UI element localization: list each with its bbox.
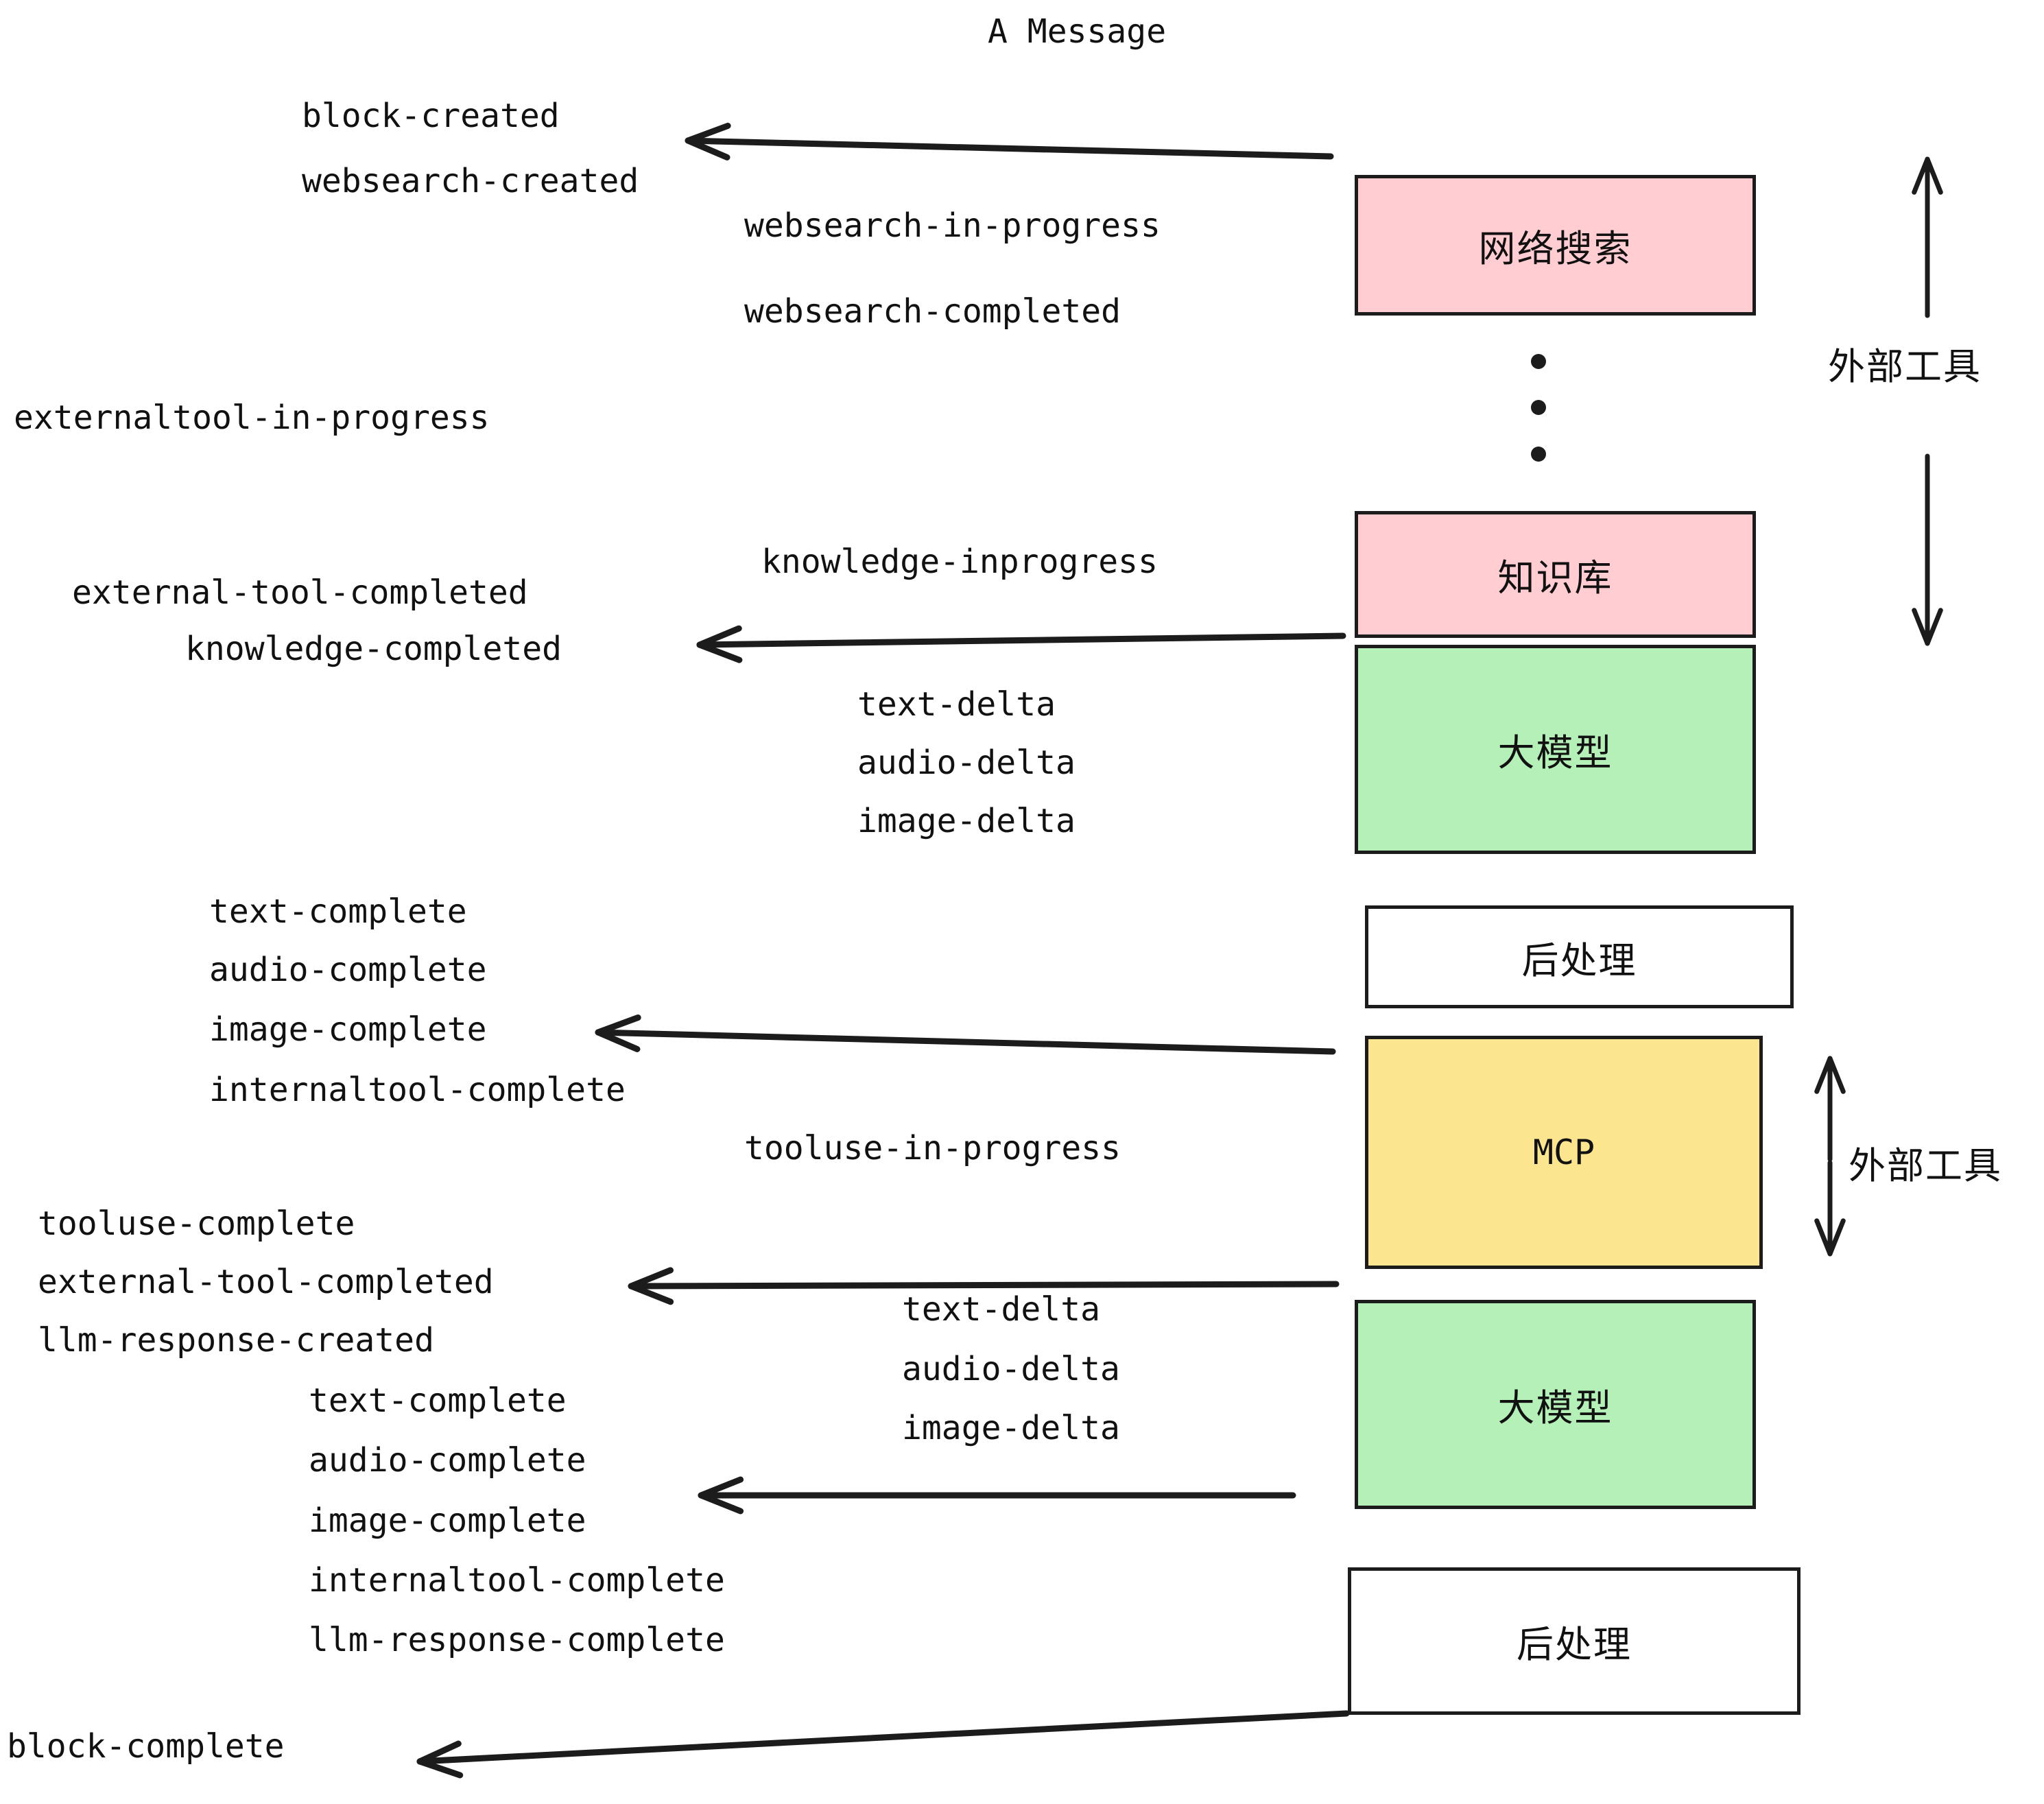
arrow-knowledge-completed-head <box>696 625 743 663</box>
node-websearch: 网络搜索 <box>1355 175 1756 316</box>
arrow-block-created-head <box>685 122 731 161</box>
scope-label-external-tool-bottom: 外部工具 <box>1849 1144 2002 1187</box>
arrow-tooluse-complete-head <box>628 1267 674 1305</box>
event-label-text-delta-2: text-delta <box>902 1290 1100 1329</box>
event-label-audio-complete-2: audio-complete <box>309 1441 586 1480</box>
event-label-websearch-completed: websearch-completed <box>744 292 1121 331</box>
external-tool-down-bottom-head <box>1814 1218 1846 1257</box>
ellipsis-dot-1 <box>1531 354 1546 369</box>
event-label-image-complete-1: image-complete <box>209 1010 487 1049</box>
arrow-block-complete-line <box>416 1710 1350 1765</box>
event-label-audio-delta-2: audio-delta <box>902 1350 1120 1388</box>
node-mcp: MCP <box>1365 1036 1763 1269</box>
event-label-image-complete-2: image-complete <box>309 1502 586 1540</box>
event-label-text-complete-2: text-complete <box>309 1381 567 1420</box>
arrow-block-created-line <box>685 137 1334 160</box>
event-label-websearch-created: websearch-created <box>302 162 639 200</box>
external-tool-up-top-head <box>1912 156 1943 195</box>
event-label-image-delta-2: image-delta <box>902 1409 1120 1447</box>
ellipsis-dot-3 <box>1531 447 1546 462</box>
event-label-audio-complete-1: audio-complete <box>209 951 487 989</box>
node-postprocess1: 后处理 <box>1365 905 1794 1008</box>
node-knowledge: 知识库 <box>1355 511 1756 638</box>
external-tool-down-top-head <box>1912 608 1943 646</box>
arrow-block-complete-head <box>416 1740 464 1779</box>
event-label-tooluse-complete: tooluse-complete <box>38 1204 355 1243</box>
event-label-knowledge-inprogress: knowledge-inprogress <box>761 543 1158 581</box>
event-label-image-delta-1: image-delta <box>857 802 1076 840</box>
node-postprocess2: 后处理 <box>1348 1567 1801 1715</box>
event-label-websearch-in-progress: websearch-in-progress <box>744 206 1161 245</box>
event-label-block-created: block-created <box>302 97 560 135</box>
page-title: A Message <box>988 12 1167 51</box>
event-label-external-tool-completed-1: external-tool-completed <box>72 573 528 612</box>
event-label-internaltool-complete-2: internaltool-complete <box>309 1561 725 1600</box>
arrow-knowledge-completed-line <box>696 632 1346 648</box>
scope-label-external-tool-top: 外部工具 <box>1828 345 1982 388</box>
arrow-image-complete-line <box>595 1029 1336 1055</box>
node-llm1: 大模型 <box>1355 645 1756 854</box>
event-label-block-complete: block-complete <box>7 1727 285 1766</box>
node-llm2: 大模型 <box>1355 1300 1756 1509</box>
external-tool-up-bottom-head <box>1814 1056 1846 1094</box>
event-label-knowledge-completed: knowledge-completed <box>185 630 562 668</box>
event-label-externaltool-in-progress: externaltool-in-progress <box>14 399 490 437</box>
event-label-text-complete-1: text-complete <box>209 892 467 931</box>
event-label-text-delta-1: text-delta <box>857 685 1056 724</box>
event-label-llm-response-complete: llm-response-complete <box>309 1621 725 1659</box>
event-label-tooluse-in-progress: tooluse-in-progress <box>744 1129 1121 1167</box>
arrow-tooluse-complete-line <box>628 1281 1340 1290</box>
arrow-image-complete-head <box>595 1014 641 1052</box>
arrow-audio-complete-head <box>698 1476 744 1515</box>
event-label-llm-response-created: llm-response-created <box>38 1321 434 1360</box>
event-label-internaltool-complete-1: internaltool-complete <box>209 1071 626 1109</box>
event-label-external-tool-completed-2: external-tool-completed <box>38 1263 494 1301</box>
event-label-audio-delta-1: audio-delta <box>857 744 1076 782</box>
ellipsis-dot-2 <box>1531 400 1546 415</box>
